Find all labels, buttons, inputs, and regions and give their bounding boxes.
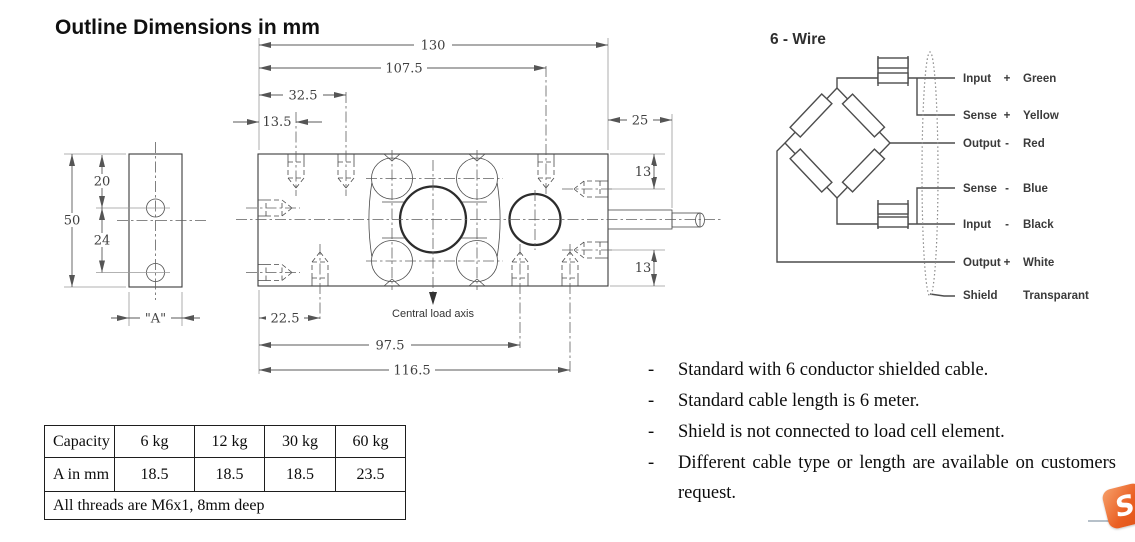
capacity-table: Capacity 6 kg 12 kg 30 kg 60 kg A in mm … <box>44 425 406 520</box>
bullet-dash: - <box>648 422 655 442</box>
wire-color: Black <box>1023 219 1054 231</box>
table-row: A in mm 18.5 18.5 18.5 23.5 <box>44 457 406 492</box>
note-text: Standard cable length is 6 meter. <box>678 391 920 411</box>
dim-25: 25 <box>632 114 649 129</box>
strain-gauge <box>789 147 833 194</box>
dim-22-5: 22.5 <box>271 312 300 327</box>
central-load-axis: Central load axis <box>392 160 474 320</box>
dim-32-5: 32.5 <box>289 89 318 104</box>
brand-logo-letter: S <box>1111 488 1135 524</box>
side-view: 50 20 24 "A" <box>61 142 208 327</box>
notes-list: - Standard with 6 conductor shielded cab… <box>648 355 1116 509</box>
list-item: - Different cable type or length are ava… <box>648 448 1116 508</box>
table-cell: 18.5 <box>114 457 195 492</box>
wire-sign: + <box>1004 110 1011 122</box>
wire-name: Sense <box>963 183 997 195</box>
centerlines <box>236 66 722 374</box>
list-item: - Standard cable length is 6 meter. <box>648 386 1116 416</box>
page-title: Outline Dimensions in mm <box>55 16 320 40</box>
wire-color: Yellow <box>1023 110 1059 122</box>
table-cell: 18.5 <box>194 457 265 492</box>
wire-sign: + <box>1004 257 1011 269</box>
note-text: Shield is not connected to load cell ele… <box>678 422 1005 442</box>
table-cell: 12 kg <box>194 425 265 458</box>
wire-sign: - <box>1005 219 1009 231</box>
table-cell: 30 kg <box>264 425 336 458</box>
dim-24: 24 <box>94 234 111 249</box>
table-footer-row: All threads are M6x1, 8mm deep <box>44 491 406 520</box>
strain-gauge <box>841 93 886 138</box>
top-view: Central load axis <box>236 66 722 374</box>
central-load-axis-label: Central load axis <box>392 308 474 320</box>
dim-50: 50 <box>64 214 81 229</box>
table-cell: 6 kg <box>114 425 195 458</box>
wire-name: Input <box>963 219 991 231</box>
table-footer: All threads are M6x1, 8mm deep <box>44 491 406 520</box>
table-row: Capacity 6 kg 12 kg 30 kg 60 kg <box>44 425 406 458</box>
bullet-dash: - <box>648 360 655 380</box>
wire-color: White <box>1023 257 1054 269</box>
cable-sheath-ellipse <box>921 51 939 297</box>
bullet-dash: - <box>648 391 655 411</box>
table-cell: Capacity <box>44 425 115 458</box>
compensation-resistors <box>877 56 909 229</box>
dim-116-5: 116.5 <box>393 364 430 379</box>
wire-name: Output <box>963 257 1001 269</box>
strain-gauge <box>789 92 833 139</box>
wire-labels: Input + Green Sense + Yellow Output - Re… <box>963 73 1089 302</box>
wire-sign: - <box>1005 183 1009 195</box>
list-item: - Standard with 6 conductor shielded cab… <box>648 355 1116 385</box>
wiring-title: 6 - Wire <box>770 31 826 48</box>
table-cell: 18.5 <box>264 457 336 492</box>
dim-13-5: 13.5 <box>263 115 292 130</box>
wiring-diagram: 6 - Wire <box>770 31 1089 302</box>
wire-name: Sense <box>963 110 997 122</box>
table-cell: A in mm <box>44 457 115 492</box>
note-text: Different cable type or length are avail… <box>678 453 1116 503</box>
dim-A: "A" <box>145 312 166 327</box>
wire-name: Input <box>963 73 991 85</box>
table-cell: 60 kg <box>335 425 406 458</box>
bullet-dash: - <box>648 453 655 473</box>
wheatstone-bridge <box>784 86 891 200</box>
wire-name: Output <box>963 138 1001 150</box>
dim-130: 130 <box>421 39 446 54</box>
dim-13-bottom: 13 <box>635 261 652 276</box>
wire-name: Shield <box>963 290 998 302</box>
dim-13-top: 13 <box>635 165 652 180</box>
dim-107-5: 107.5 <box>385 62 422 77</box>
dim-97-5: 97.5 <box>376 339 405 354</box>
list-item: - Shield is not connected to load cell e… <box>648 417 1116 447</box>
wire-color: Transparant <box>1023 290 1089 302</box>
note-text: Standard with 6 conductor shielded cable… <box>678 360 989 380</box>
strain-gauge <box>841 148 886 193</box>
wire-sign: + <box>1004 73 1011 85</box>
dimensions: 130 107.5 32.5 13.5 25 13 13 22.5 97.5 <box>233 38 673 379</box>
wire-sign: - <box>1005 138 1009 150</box>
wire-color: Blue <box>1023 183 1048 195</box>
dim-20: 20 <box>94 175 111 190</box>
table-cell: 23.5 <box>335 457 406 492</box>
wire-color: Red <box>1023 138 1045 150</box>
wire-color: Green <box>1023 73 1056 85</box>
